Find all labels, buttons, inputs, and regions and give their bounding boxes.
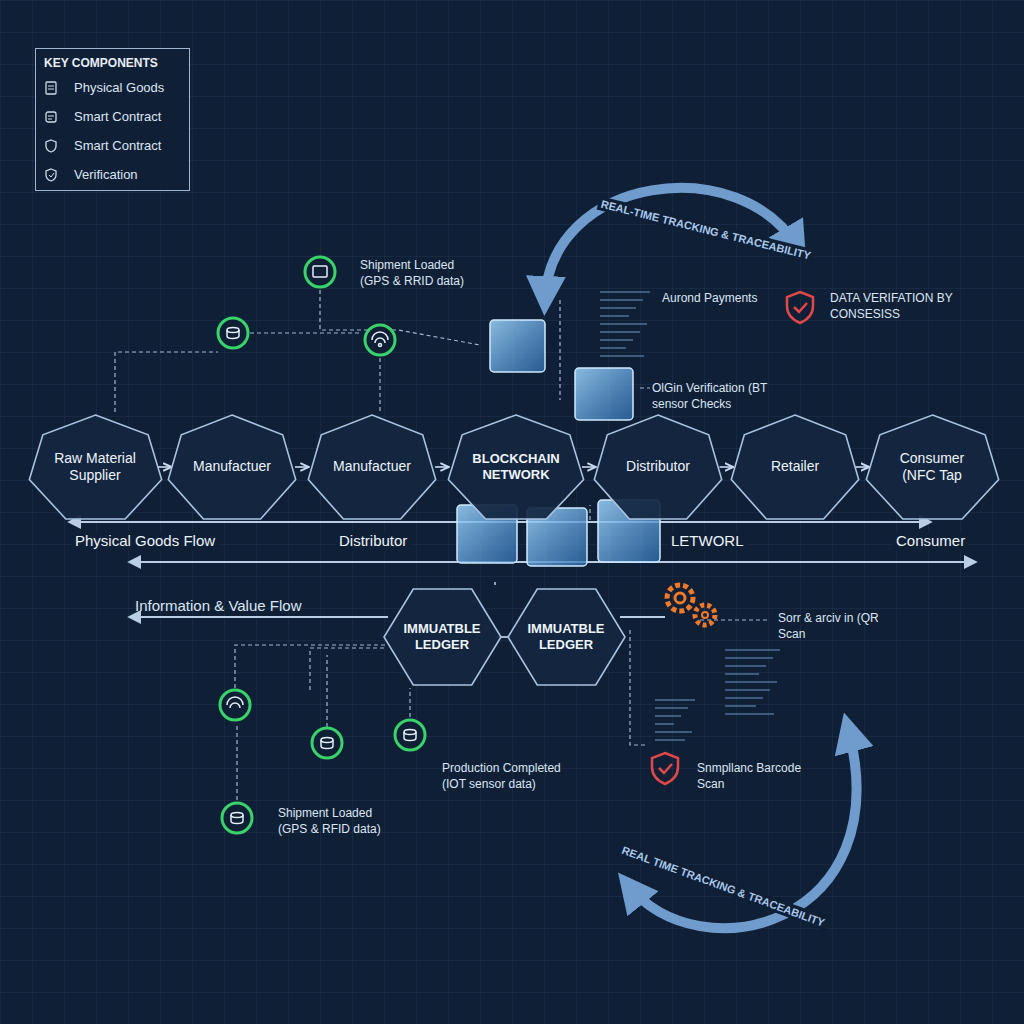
annotation-label: Production Completed (IOT sensor data) [442, 761, 582, 792]
node-text: Distributor [626, 458, 690, 476]
legend-row: Verification [44, 167, 138, 182]
node-text: IMMUATBLE LEDGER [526, 621, 607, 654]
flow-connector [158, 466, 172, 468]
legend-swatch [44, 139, 58, 153]
legend-text: Verification [74, 167, 138, 182]
annotation-label: Snmpllanc Barcode Scan [697, 761, 807, 792]
flow-connector [435, 466, 449, 468]
node-body: Manufactuer [167, 415, 297, 519]
stage-polygon: Consumer (NFC Tap [865, 415, 1000, 519]
legend-row: Physical Goods [44, 80, 164, 95]
ledger-hexagon: IMMUATBLE LEDGER [508, 589, 625, 685]
annotation-label: Consumer [893, 531, 968, 551]
node-text: Raw Material Supplier [48, 450, 142, 485]
stage-polygon: Manufactuer [167, 415, 297, 519]
gear-icons [667, 585, 715, 625]
node-body: BLOCKCHAIN NETWORK [447, 415, 585, 519]
annotation-label: DATA VERIFATION BY CONSESISS [830, 291, 980, 322]
shield-icons [652, 292, 813, 784]
annotation-label: Aurond Payments [662, 291, 757, 307]
legend-text: Physical Goods [74, 80, 164, 95]
annotation-label: Sorr & arciv in (QR Scan [778, 611, 888, 642]
flow-connector [720, 466, 734, 468]
node-body: Retailer [730, 415, 860, 519]
node-text: BLOCKCHAIN NETWORK [467, 451, 566, 484]
wire [494, 582, 496, 585]
node-body: Consumer (NFC Tap [865, 415, 1000, 519]
legend-row: Smart Contract [44, 138, 161, 153]
legend-text: Smart Contract [74, 138, 161, 153]
flow-connector [295, 466, 309, 468]
node-text: IMMUATBLE LEDGER [402, 621, 483, 654]
node-text: Retailer [771, 458, 819, 476]
annotation-label: KEY COMPONENTS [44, 56, 158, 72]
legend-swatch [44, 110, 58, 124]
flow-connector [582, 466, 596, 468]
ledger-hexagon: IMMUATBLE LEDGER [384, 589, 501, 685]
stage-polygon: Distributor [593, 415, 723, 519]
stage-polygon: Retailer [730, 415, 860, 519]
flow-connector [855, 466, 869, 468]
annotation-label: LETWORL [668, 531, 747, 551]
node-text: Consumer (NFC Tap [885, 450, 979, 485]
sensor-glyphs [227, 266, 416, 824]
node-body: Distributor [593, 415, 723, 519]
flow-line [620, 616, 665, 618]
annotation-label: Physical Goods Flow [72, 531, 218, 551]
flow-line [130, 616, 388, 618]
legend-row: Smart Contract [44, 109, 161, 124]
annotation-label: Shipment Loaded (GPS & RRID data) [360, 258, 470, 289]
sensor-icons [218, 257, 425, 833]
annotation-label: Distributor [336, 531, 410, 551]
node-text: Manufactuer [193, 458, 271, 476]
annotation-label: Information & Value Flow [135, 596, 301, 616]
annotation-label: OlGin Verification (BT sensor Checks [652, 381, 792, 412]
node-text: Manufactuer [333, 458, 411, 476]
node-body: Manufactuer [307, 415, 437, 519]
node-body: IMMUATBLE LEDGER [508, 589, 625, 685]
annotation-label: REAL TIME TRACKING & TRACEABILITY [617, 842, 829, 931]
annotation-label: Shipment Loaded (GPS & RFID data) [278, 806, 388, 837]
stage-polygon: Raw Material Supplier [28, 415, 163, 519]
legend-swatch [44, 81, 58, 95]
node-body: Raw Material Supplier [28, 415, 163, 519]
stage-polygon: BLOCKCHAIN NETWORK [447, 415, 585, 519]
stage-polygon: Manufactuer [307, 415, 437, 519]
legend-swatch [44, 168, 58, 182]
legend-text: Smart Contract [74, 109, 161, 124]
node-body: IMMUATBLE LEDGER [384, 589, 501, 685]
